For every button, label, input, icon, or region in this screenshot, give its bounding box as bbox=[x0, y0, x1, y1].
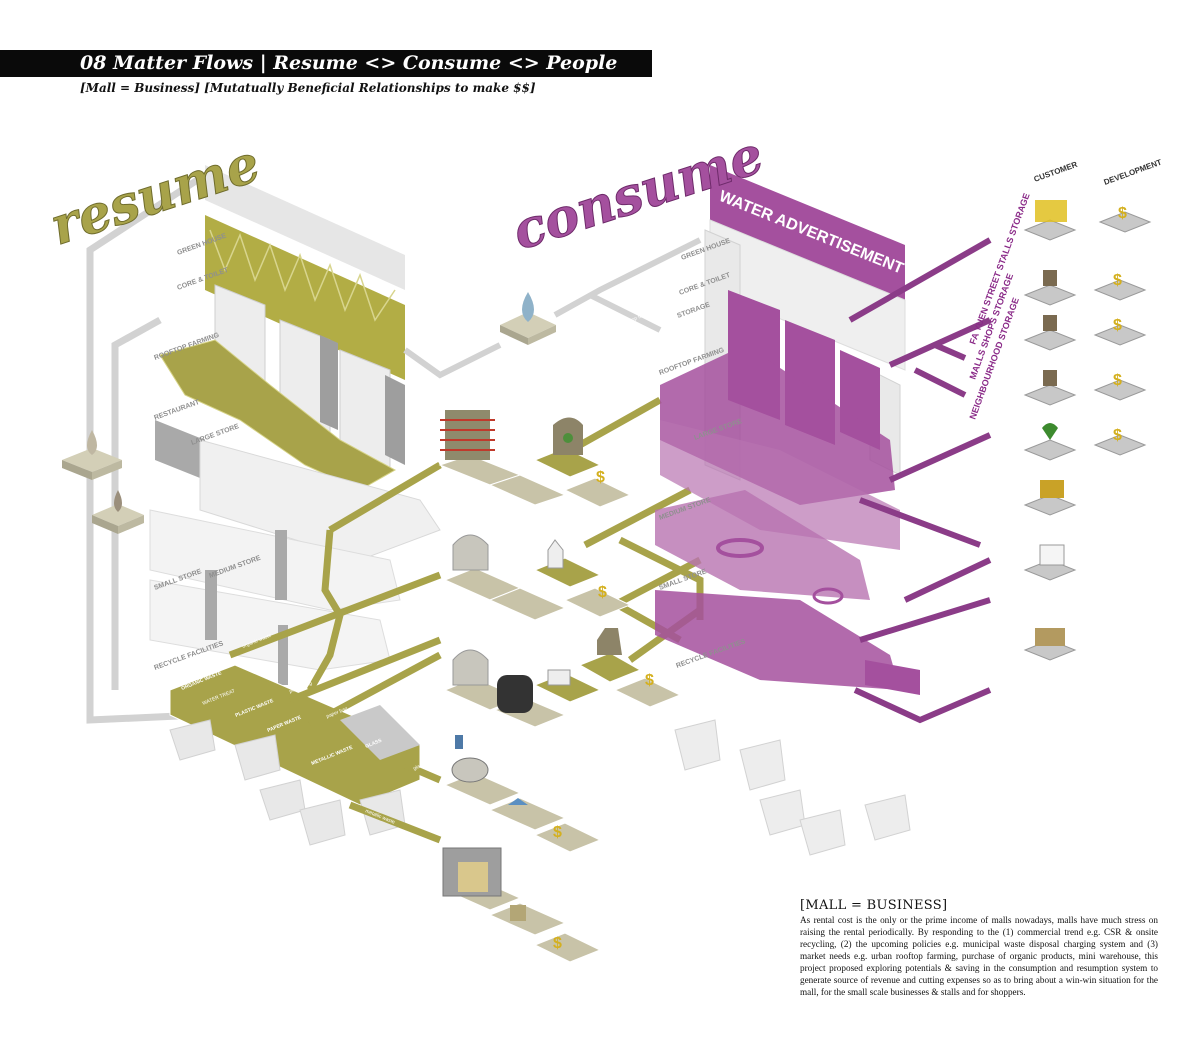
olive-flow-bars bbox=[228, 396, 704, 844]
development-tiles bbox=[1093, 211, 1152, 456]
svg-text:$: $ bbox=[1113, 272, 1122, 289]
development-dollar-icons: $ $ $ $ $ bbox=[1113, 205, 1127, 444]
title-bar bbox=[0, 50, 652, 77]
business-text: As rental cost is the only or the prime … bbox=[800, 915, 1158, 997]
consume-structure bbox=[655, 165, 920, 695]
page-subtitle: [Mall = Business] [Mutatually Beneficial… bbox=[80, 81, 536, 95]
resume-rooftop-farming bbox=[159, 339, 397, 491]
resume-water-plinths bbox=[62, 430, 144, 534]
consume-grey-bins bbox=[674, 719, 911, 856]
svg-text:$: $ bbox=[596, 469, 605, 486]
water-plinth-center bbox=[500, 292, 556, 345]
flow-glass: glass bbox=[413, 762, 427, 772]
resume-recycle-bins: ORGANIC WASTE WATER TREAT PLASTIC WASTE … bbox=[169, 664, 421, 806]
svg-text:$: $ bbox=[645, 672, 654, 689]
svg-text:$: $ bbox=[553, 935, 562, 952]
middle-grey-pipes bbox=[403, 237, 702, 379]
svg-text:$: $ bbox=[553, 824, 562, 841]
business-heading: [MALL = BUSINESS] bbox=[800, 898, 948, 913]
customer-column-header: CUSTOMER bbox=[1033, 160, 1079, 184]
svg-text:$: $ bbox=[598, 584, 607, 601]
resume-floor-bins bbox=[169, 719, 406, 846]
middle-objects bbox=[440, 410, 622, 921]
consume-purple-flows bbox=[848, 237, 992, 724]
side-label-fa-yuen: FA YUEN STREET STALLS STORAGE bbox=[967, 192, 1031, 346]
page-title: 08 Matter Flows | Resume <> Consume <> P… bbox=[80, 52, 618, 74]
resume-label-large-store: LARGE STORE bbox=[190, 423, 240, 447]
svg-text:$: $ bbox=[1113, 372, 1122, 389]
resume-greenhouse bbox=[205, 165, 405, 380]
middle-dollar-icons: $ $ $ $ $ bbox=[553, 469, 654, 952]
development-column-header: DEVELOPMENT bbox=[1103, 158, 1163, 187]
resume-label-restaurant: RESTAURANT bbox=[153, 399, 201, 422]
svg-text:$: $ bbox=[1118, 205, 1127, 222]
customer-objects bbox=[1035, 200, 1067, 646]
svg-text:$: $ bbox=[1113, 427, 1122, 444]
consume-side-labels: FA YUEN STREET STALLS STORAGE MALLS SHOP… bbox=[967, 192, 1031, 421]
svg-text:$: $ bbox=[1113, 317, 1122, 334]
